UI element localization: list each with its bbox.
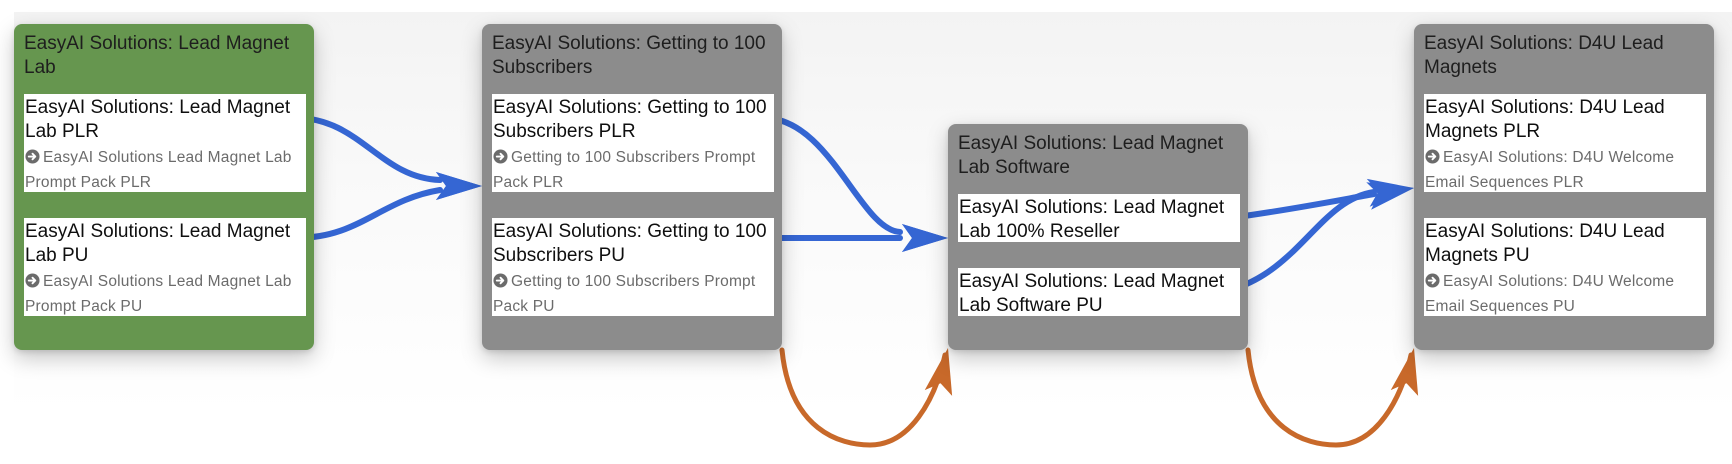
node-title: EasyAI Solutions: Lead Magnet Lab Softwa…	[958, 133, 1224, 178]
arrow-circle-right-icon	[1425, 271, 1440, 288]
product-card-subtitle: EasyAI Solutions: D4U Welcome Email Sequ…	[1425, 269, 1704, 316]
node-d4u-lead-magnets[interactable]: EasyAI Solutions: D4U Lead Magnets EasyA…	[1414, 24, 1714, 350]
node-title: EasyAI Solutions: Lead Magnet Lab	[24, 33, 290, 78]
product-card-getting-to-100-plr[interactable]: EasyAI Solutions: Getting to 100 Subscri…	[492, 94, 774, 192]
edge-line	[1227, 189, 1377, 293]
edge-arrowhead	[924, 348, 953, 396]
edge-line	[293, 115, 443, 183]
edge-arrowhead	[1390, 348, 1419, 396]
product-card-lead-magnet-lab-reseller[interactable]: EasyAI Solutions: Lead Magnet Lab 100% R…	[958, 194, 1240, 242]
node-title: EasyAI Solutions: Getting to 100 Subscri…	[492, 33, 766, 78]
orange-sequence-edge-7[interactable]	[1245, 345, 1428, 448]
product-card-subtitle: Getting to 100 Subscribers Prompt Pack P…	[493, 145, 772, 192]
product-card-d4u-lead-magnets-pu[interactable]: EasyAI Solutions: D4U Lead Magnets PU Ea…	[1424, 218, 1706, 316]
arrow-circle-right-icon	[25, 147, 40, 164]
node-lead-magnet-lab-software[interactable]: EasyAI Solutions: Lead Magnet Lab Softwa…	[948, 124, 1248, 350]
edge-line	[779, 347, 948, 448]
product-card-subtitle-text: Getting to 100 Subscribers Prompt Pack P…	[493, 273, 756, 315]
product-card-subtitle: EasyAI Solutions Lead Magnet Lab Prompt …	[25, 145, 304, 192]
product-card-subtitle-text: EasyAI Solutions: D4U Welcome Email Sequ…	[1425, 149, 1675, 191]
node-lead-magnet-lab[interactable]: EasyAI Solutions: Lead Magnet Lab EasyAI…	[14, 24, 314, 350]
product-card-subtitle: EasyAI Solutions: D4U Welcome Email Sequ…	[1425, 145, 1704, 192]
product-card-title: EasyAI Solutions: D4U Lead Magnets PU	[1425, 221, 1665, 266]
product-card-title: EasyAI Solutions: D4U Lead Magnets PLR	[1425, 97, 1665, 142]
arrow-circle-right-icon	[493, 271, 508, 288]
product-card-subtitle-text: EasyAI Solutions Lead Magnet Lab Prompt …	[25, 273, 292, 315]
blue-link-edge-5[interactable]	[1227, 174, 1415, 293]
arrow-circle-right-icon	[25, 271, 40, 288]
edge-arrowhead	[1366, 178, 1414, 207]
orange-sequence-edge-6[interactable]	[779, 345, 962, 448]
product-card-title: EasyAI Solutions: Lead Magnet Lab Softwa…	[959, 271, 1225, 316]
edge-arrowhead	[902, 224, 948, 252]
product-card-subtitle: EasyAI Solutions Lead Magnet Lab Prompt …	[25, 269, 304, 316]
node-title: EasyAI Solutions: D4U Lead Magnets	[1424, 33, 1664, 78]
product-card-subtitle: Getting to 100 Subscribers Prompt Pack P…	[493, 269, 772, 316]
product-card-title: EasyAI Solutions: Getting to 100 Subscri…	[493, 97, 767, 142]
product-card-subtitle-text: Getting to 100 Subscribers Prompt Pack P…	[493, 149, 756, 191]
blue-link-edge-3[interactable]	[761, 224, 948, 252]
product-card-title: EasyAI Solutions: Getting to 100 Subscri…	[493, 221, 767, 266]
product-card-lead-magnet-lab-plr[interactable]: EasyAI Solutions: Lead Magnet Lab PLR Ea…	[24, 94, 306, 192]
arrow-circle-right-icon	[1425, 147, 1440, 164]
arrow-circle-right-icon	[493, 147, 508, 164]
product-card-title: EasyAI Solutions: Lead Magnet Lab 100% R…	[959, 197, 1225, 242]
edge-line	[293, 187, 443, 241]
node-getting-to-100-subscribers[interactable]: EasyAI Solutions: Getting to 100 Subscri…	[482, 24, 782, 350]
edge-line	[761, 115, 903, 235]
product-card-title: EasyAI Solutions: Lead Magnet Lab PU	[25, 221, 291, 266]
edge-line	[1245, 347, 1414, 448]
product-card-lead-magnet-lab-software-pu[interactable]: EasyAI Solutions: Lead Magnet Lab Softwa…	[958, 268, 1240, 316]
product-card-getting-to-100-pu[interactable]: EasyAI Solutions: Getting to 100 Subscri…	[492, 218, 774, 316]
blue-link-edge-1[interactable]	[293, 172, 482, 241]
product-card-subtitle-text: EasyAI Solutions: D4U Welcome Email Sequ…	[1425, 273, 1675, 315]
edge-arrowhead	[436, 172, 482, 200]
product-card-subtitle-text: EasyAI Solutions Lead Magnet Lab Prompt …	[25, 149, 292, 191]
product-card-lead-magnet-lab-pu[interactable]: EasyAI Solutions: Lead Magnet Lab PU Eas…	[24, 218, 306, 316]
product-card-title: EasyAI Solutions: Lead Magnet Lab PLR	[25, 97, 291, 142]
product-card-d4u-lead-magnets-plr[interactable]: EasyAI Solutions: D4U Lead Magnets PLR E…	[1424, 94, 1706, 192]
